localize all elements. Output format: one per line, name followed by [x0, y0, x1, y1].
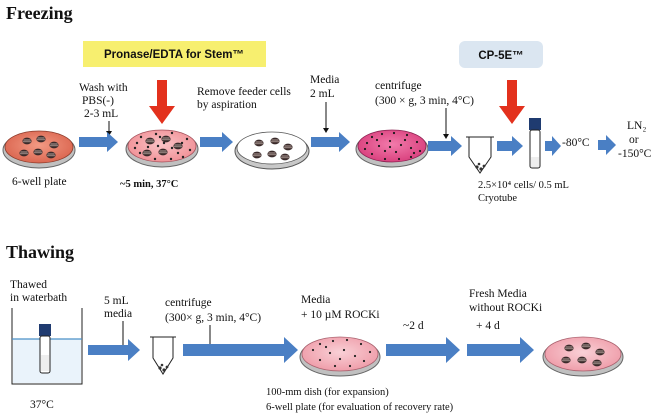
dish-after-aspiration — [234, 131, 310, 170]
thaw-arrow-2 — [183, 337, 298, 363]
fresh-label-1: Fresh Media — [469, 288, 527, 300]
flow-arrow-7 — [598, 135, 616, 155]
time-temp-label: ~5 min, 37°C — [120, 179, 178, 190]
flow-arrow-5 — [497, 136, 523, 156]
thawed-label-1: Thawed — [10, 279, 47, 291]
red-down-arrow-pronase — [149, 80, 175, 124]
thaw-centrifuge-label-1: centrifuge — [165, 297, 212, 309]
wash-label-3: 2-3 mL — [84, 108, 118, 120]
dish-use-label-2: 6-well plate (for evaluation of recovery… — [266, 402, 454, 413]
minus80-label: -80°C — [562, 137, 590, 149]
minus150-label: -150°C — [618, 148, 652, 160]
dish-6well-plate — [2, 130, 76, 169]
plate-label: 6-well plate — [12, 176, 67, 188]
red-down-arrow-cp5e — [499, 80, 525, 124]
cryotube — [529, 118, 541, 169]
fresh-label-2: without ROCKi — [469, 302, 542, 314]
media5-label-2: media — [104, 308, 132, 320]
media5-label-1: 5 mL — [104, 295, 129, 307]
thaw-centrifuge-label-2: (300× g, 3 min, 4°C) — [165, 312, 261, 324]
flow-arrow-2 — [200, 132, 233, 152]
dish-dissociating — [125, 129, 199, 168]
waterbath — [11, 308, 83, 385]
thaw-arrow-4 — [467, 337, 534, 363]
pronase-label: Pronase/EDTA for Stem™ — [104, 49, 244, 61]
pronase-reagent-box: Pronase/EDTA for Stem™ — [83, 41, 266, 67]
thawing-flow-arrows — [88, 337, 534, 363]
centrifuge-label-2: (300 × g, 3 min, 4°C) — [375, 95, 474, 107]
flow-arrow-6 — [545, 136, 561, 156]
freezing-heading: Freezing — [6, 3, 73, 23]
dish-recovered-colonies — [542, 336, 624, 377]
dish-use-label-1: 100-mm dish (for expansion) — [266, 387, 389, 398]
thaw-arrow-1 — [88, 339, 140, 361]
media-rock-label-1: Media — [301, 294, 330, 306]
waterbath-temp: 37°C — [30, 399, 54, 411]
thaw-centrifuge-tube — [150, 336, 176, 375]
cp5e-label: CP-5E™ — [478, 50, 523, 62]
cp5e-reagent-box: CP-5E™ — [459, 41, 543, 68]
flow-arrow-3 — [311, 132, 350, 152]
media-rock-label-2: + 10 µM ROCKi — [301, 309, 380, 321]
days4-label: + 4 d — [476, 320, 500, 332]
days2-label: ~2 d — [403, 320, 424, 332]
or-label: or — [629, 134, 639, 146]
centrifuge-tube-pellet — [466, 136, 494, 174]
wash-label-2: PBS(-) — [82, 95, 114, 107]
centrifuge-label-1: centrifuge — [375, 80, 422, 92]
dish-cell-suspension — [355, 129, 429, 168]
freezing-flow-arrows — [79, 132, 616, 156]
thaw-arrow-3 — [386, 337, 460, 363]
dish-thawed-recovery — [299, 336, 381, 377]
media-label-2: 2 mL — [310, 88, 335, 100]
cryotube-label: Cryotube — [478, 193, 517, 204]
flow-arrow-1 — [79, 132, 118, 152]
ln2-label: LN₂ — [627, 120, 646, 132]
cells-label: 2.5×10⁴ cells/ 0.5 mL — [478, 180, 569, 191]
remove-label-1: Remove feeder cells — [197, 86, 291, 98]
remove-label-2: by aspiration — [197, 99, 257, 111]
flow-arrow-4 — [428, 136, 462, 156]
thawed-label-2: in waterbath — [10, 292, 67, 304]
wash-label-1: Wash with — [79, 82, 128, 94]
thawing-heading: Thawing — [6, 242, 74, 262]
media-label-1: Media — [310, 74, 339, 86]
